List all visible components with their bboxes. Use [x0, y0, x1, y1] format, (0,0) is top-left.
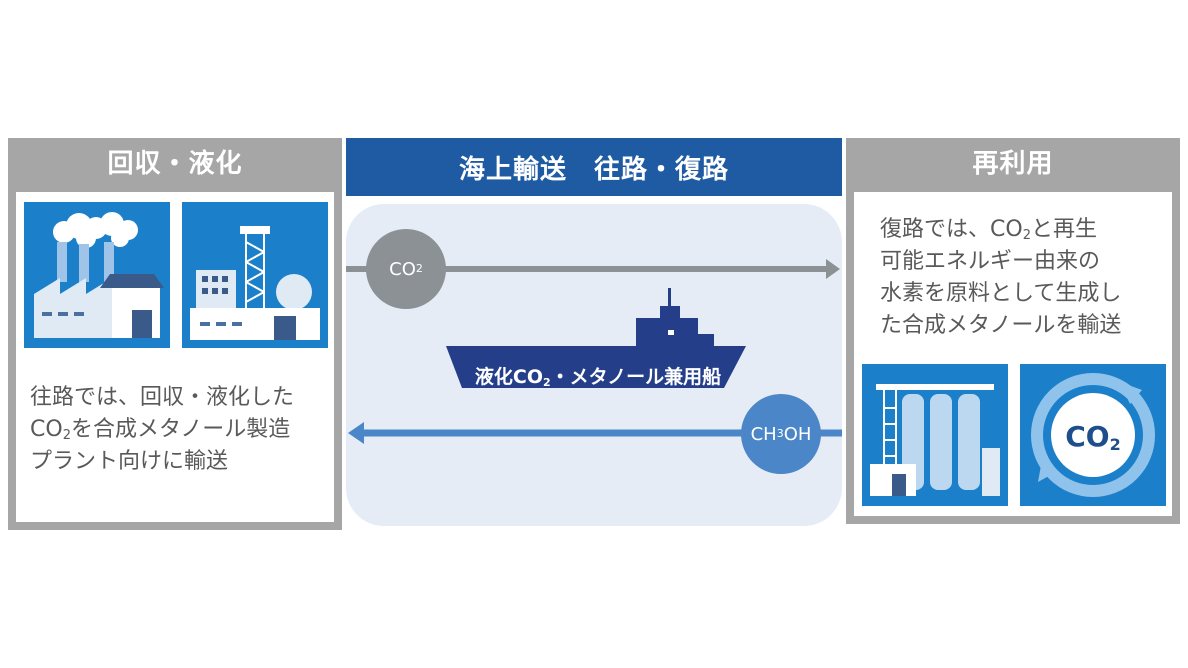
chemical-plant-tower-icon — [182, 202, 328, 348]
co2-recycle-icon — [1020, 364, 1166, 506]
return-arrow-head — [348, 422, 364, 444]
ship-icon — [446, 288, 746, 388]
left-panel-body: 往路では、回収・液化した CO2を合成メタノール製造 プラント向けに輸送 — [16, 192, 334, 522]
co2-icon-label: CO2 — [1065, 420, 1121, 454]
outbound-arrow-head — [826, 259, 840, 279]
left-panel-title: 回収・液化 — [107, 148, 243, 179]
ship-label: 液化CO2・メタノール兼用船 — [474, 366, 722, 389]
right-panel-title: 再利用 — [972, 148, 1054, 179]
right-panel-body: 復路では、CO2と再生 可能エネルギー由来の 水素を原料として生成し た合成メタ… — [854, 192, 1172, 516]
middle-title-sea-transport: 海上輸送 往路・復路 — [346, 138, 842, 196]
right-panel-reuse: 再利用 復路では、CO2と再生 可能エネルギー由来の 水素を原料として生成し た… — [846, 138, 1180, 524]
right-panel-description: 復路では、CO2と再生 可能エネルギー由来の 水素を原料として生成し た合成メタ… — [880, 217, 1122, 338]
methanol-plant-tanks-icon — [862, 364, 1008, 506]
factory-smokestack-icon — [24, 202, 170, 348]
left-panel-description: 往路では、回収・液化した CO2を合成メタノール製造 プラント向けに輸送 — [30, 385, 295, 474]
left-panel-capture-liquefaction: 回収・液化 — [8, 138, 342, 530]
